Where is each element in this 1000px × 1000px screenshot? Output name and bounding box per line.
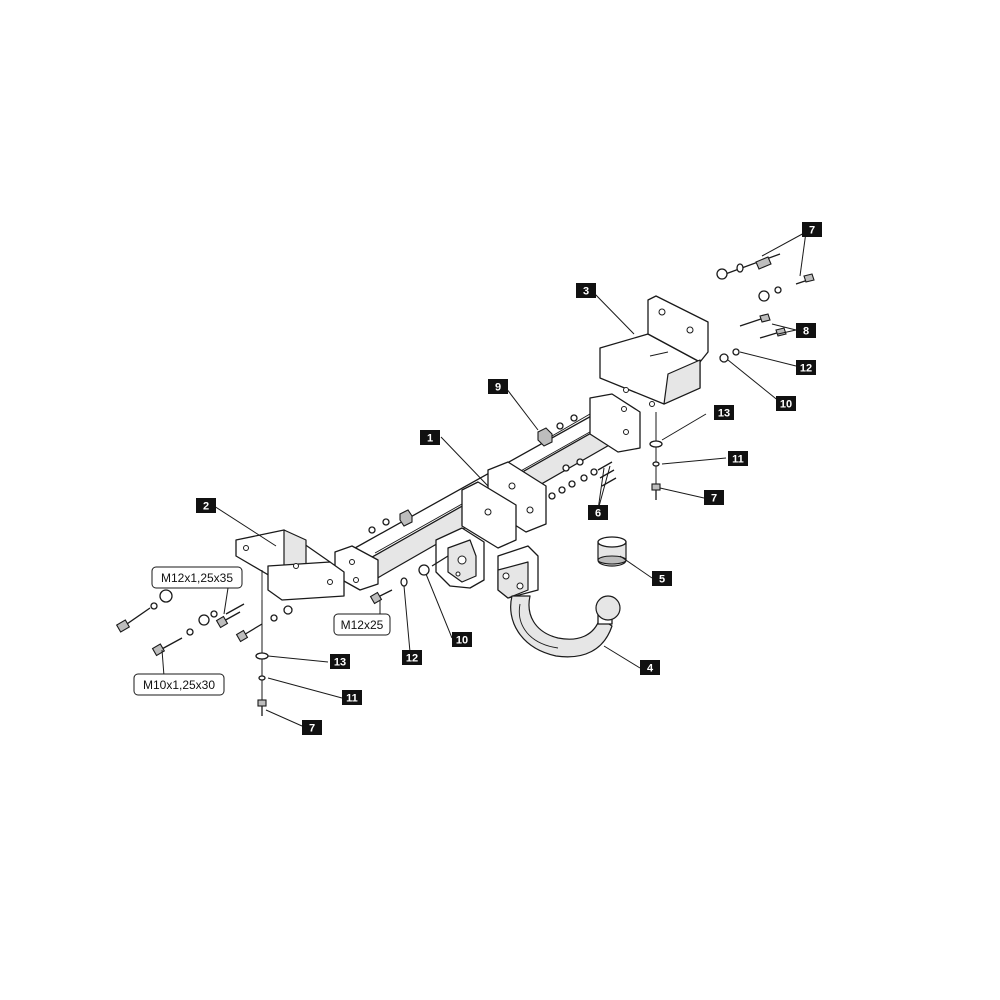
- nut-washer-stack-left: [368, 509, 413, 534]
- svg-text:11: 11: [346, 693, 358, 705]
- callout-12-right: 12: [796, 360, 816, 375]
- svg-text:10: 10: [780, 399, 792, 411]
- spec-label-m12x25: M12x25: [333, 613, 391, 636]
- svg-text:10: 10: [456, 635, 468, 647]
- svg-text:2: 2: [203, 501, 209, 513]
- callout-8: 8: [796, 323, 816, 338]
- nut-9: [537, 413, 591, 447]
- washer-stack-right: [719, 286, 782, 363]
- spec-label-m12x1-25x35: M12x1,25x35: [151, 566, 243, 589]
- svg-text:4: 4: [647, 663, 654, 675]
- tow-ball-neck: [497, 545, 621, 658]
- svg-text:7: 7: [809, 225, 815, 237]
- spec-label-m10x1-25x30: M10x1,25x30: [133, 673, 225, 696]
- vertical-fastener-stack-right: [649, 412, 663, 500]
- svg-text:7: 7: [711, 493, 717, 505]
- tow-ball-cap: [597, 536, 627, 567]
- long-bolt-7-right: [795, 273, 815, 285]
- svg-text:13: 13: [334, 657, 346, 669]
- svg-text:12: 12: [800, 363, 812, 375]
- callout-7-top: 7: [802, 222, 822, 237]
- callout-6: 6: [588, 505, 608, 520]
- callout-5: 5: [652, 571, 672, 586]
- bolt-group-left-m10: [151, 605, 293, 657]
- svg-text:1: 1: [427, 433, 433, 445]
- svg-text:11: 11: [732, 454, 744, 466]
- bolt-group-6: [548, 458, 617, 500]
- callout-7-left: 7: [302, 720, 322, 735]
- svg-text:9: 9: [495, 382, 501, 394]
- callout-13-left: 13: [330, 654, 350, 669]
- callout-10-left: 10: [452, 632, 472, 647]
- long-bolt-8-upper: [739, 313, 771, 327]
- callout-2: 2: [196, 498, 216, 513]
- callout-10-right: 10: [776, 396, 796, 411]
- callout-1: 1: [420, 430, 440, 445]
- svg-text:M12x25: M12x25: [341, 618, 384, 632]
- svg-text:13: 13: [718, 408, 730, 420]
- svg-text:6: 6: [595, 508, 601, 520]
- left-side-bracket: [235, 529, 345, 601]
- svg-text:12: 12: [406, 653, 418, 665]
- callout-12-left: 12: [402, 650, 422, 665]
- right-side-bracket: [599, 295, 709, 407]
- callout-11-left: 11: [342, 690, 362, 705]
- callout-9: 9: [488, 379, 508, 394]
- callout-4: 4: [640, 660, 660, 675]
- main-crossbar: [334, 393, 641, 591]
- svg-text:M10x1,25x30: M10x1,25x30: [143, 678, 215, 692]
- vertical-fastener-stack-left: [255, 600, 269, 716]
- callout-13-right: 13: [714, 405, 734, 420]
- svg-text:3: 3: [583, 286, 589, 298]
- svg-text:8: 8: [803, 326, 809, 338]
- bolt-group-m12x25: [369, 555, 449, 605]
- callout-11-right: 11: [728, 451, 748, 466]
- callout-7-right: 7: [704, 490, 724, 505]
- svg-text:M12x1,25x35: M12x1,25x35: [161, 571, 233, 585]
- callout-3: 3: [576, 283, 596, 298]
- svg-text:5: 5: [659, 574, 665, 586]
- long-bolt-top: [716, 253, 781, 280]
- leader-lines: [161, 231, 807, 727]
- bolt-group-left-m12: [115, 589, 245, 633]
- svg-text:7: 7: [309, 723, 315, 735]
